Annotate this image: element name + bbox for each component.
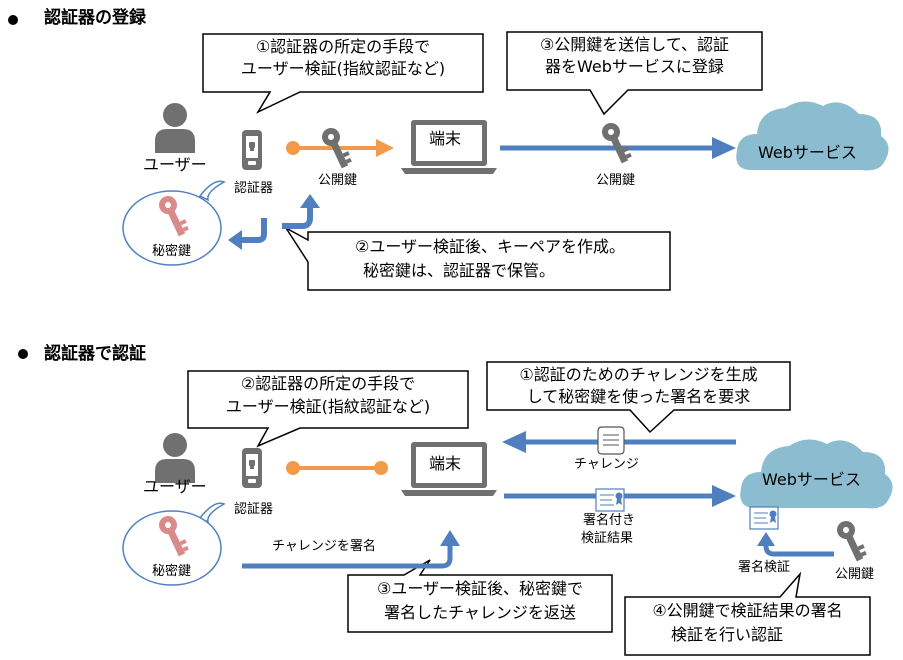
s2-callout1-line1: ①認証のためのチャレンジを生成 bbox=[519, 365, 758, 384]
s2-callout1-line2: して秘密鍵を使った署名を要求 bbox=[526, 387, 751, 406]
user-icon bbox=[155, 103, 195, 153]
s1-thought-tail bbox=[198, 180, 226, 202]
s2-sign-challenge-arrow bbox=[242, 544, 453, 569]
s1-curved-arrow-to-private-key bbox=[240, 218, 267, 243]
s2-private-key-bubble bbox=[122, 510, 222, 586]
s2-authenticator-label: 認証器 bbox=[234, 502, 274, 517]
s1-private-key-bubble bbox=[122, 190, 222, 266]
s1-callout1-line1: ①認証器の所定の手段で bbox=[255, 37, 431, 56]
s1-sent-public-key-icon bbox=[599, 119, 634, 166]
s1-callout3-line1: ③公開鍵を送信して、認証 bbox=[539, 35, 730, 54]
s1-orange-arrowhead bbox=[376, 139, 394, 157]
s2-terminal-label: 端末 bbox=[429, 454, 462, 473]
s1-authenticator-label: 認証器 bbox=[234, 181, 274, 196]
s2-user-icon bbox=[155, 433, 195, 483]
s2-callout4-line1: ④公開鍵で検証結果の署名 bbox=[652, 601, 843, 620]
s2-public-key-label: 公開鍵 bbox=[835, 567, 875, 582]
s1-callout2-box bbox=[285, 227, 671, 291]
s2-callout1-box bbox=[486, 361, 791, 434]
s1-callout1-box bbox=[202, 33, 484, 114]
s2-signed-result-label-line1: 署名付き bbox=[583, 513, 636, 528]
s2-verify-certificate-icon bbox=[749, 506, 779, 530]
s2-result-arrowhead bbox=[712, 485, 736, 507]
s2-callout4-line2: 検証を行い認証 bbox=[670, 625, 783, 644]
s1-callout3-box bbox=[506, 31, 763, 116]
s1-public-key-label: 公開鍵 bbox=[318, 173, 358, 188]
s2-challenge-scroll-icon bbox=[597, 426, 625, 455]
s1-blue-arrowhead bbox=[712, 137, 736, 159]
s1-curved-arrow-to-public-key bbox=[282, 206, 313, 229]
s2-signed-result-certificate-icon bbox=[595, 488, 625, 512]
s2-signature-verify-label: 署名検証 bbox=[738, 560, 791, 575]
s1-callout3-line2: 器をWebサービスに登録 bbox=[545, 57, 724, 76]
s2-verify-arrow bbox=[763, 542, 834, 557]
s2-signed-result-label-line2: 検証結果 bbox=[581, 531, 634, 546]
s2-public-key-icon bbox=[834, 517, 869, 564]
s1-user-label: ユーザー bbox=[143, 155, 207, 174]
s2-challenge-label: チャレンジ bbox=[574, 457, 639, 472]
s2-sign-challenge-label: チャレンジを署名 bbox=[272, 539, 376, 554]
s1-web-service-label: Webサービス bbox=[758, 143, 857, 162]
s2-callout3-box bbox=[347, 559, 613, 633]
s2-callout2-line2: ユーザー検証(指紋認証など) bbox=[225, 397, 431, 416]
s2-callout3-line1: ③ユーザー検証後、秘密鍵で bbox=[376, 579, 584, 598]
s2-callout2-box bbox=[187, 370, 469, 448]
s2-web-service-label: Webサービス bbox=[762, 470, 861, 489]
section2-bullet bbox=[18, 349, 28, 359]
s2-thought-tail bbox=[198, 502, 226, 524]
s1-callout2-line1: ②ユーザー検証後、キーペアを作成。 bbox=[354, 237, 626, 256]
section1-bullet bbox=[8, 15, 18, 25]
s1-curved-arrowhead-left bbox=[228, 230, 242, 250]
s1-callout1-line2: ユーザー検証(指紋認証など) bbox=[240, 59, 446, 78]
s2-private-key-label: 秘密鍵 bbox=[152, 564, 192, 579]
s1-private-key-label: 秘密鍵 bbox=[152, 244, 192, 259]
s2-orange-dot-right bbox=[374, 461, 388, 475]
section1-heading: 認証器の登録 bbox=[44, 8, 146, 28]
section2-heading: 認証器で認証 bbox=[44, 344, 146, 364]
authenticator-phone-icon bbox=[242, 130, 262, 170]
s2-callout2-line1: ②認証器の所定の手段で bbox=[240, 374, 416, 393]
s2-verify-arrowhead bbox=[757, 532, 775, 546]
s2-sign-challenge-arrowhead bbox=[440, 530, 460, 546]
s2-callout4-box bbox=[624, 571, 871, 656]
s2-authenticator-phone-icon bbox=[242, 448, 262, 488]
s1-terminal-label: 端末 bbox=[429, 129, 462, 148]
s2-user-label: ユーザー bbox=[143, 477, 207, 496]
s1-curved-arrowhead-up bbox=[300, 194, 320, 208]
s2-callout3-line2: 署名したチャレンジを返送 bbox=[384, 603, 576, 622]
s2-orange-dot-left bbox=[286, 461, 300, 475]
s2-challenge-arrowhead bbox=[502, 431, 526, 453]
s1-sent-public-key-label: 公開鍵 bbox=[596, 173, 636, 188]
s1-orange-dot bbox=[286, 141, 300, 155]
s1-callout2-line2: 秘密鍵は、認証器で保管。 bbox=[362, 261, 555, 280]
